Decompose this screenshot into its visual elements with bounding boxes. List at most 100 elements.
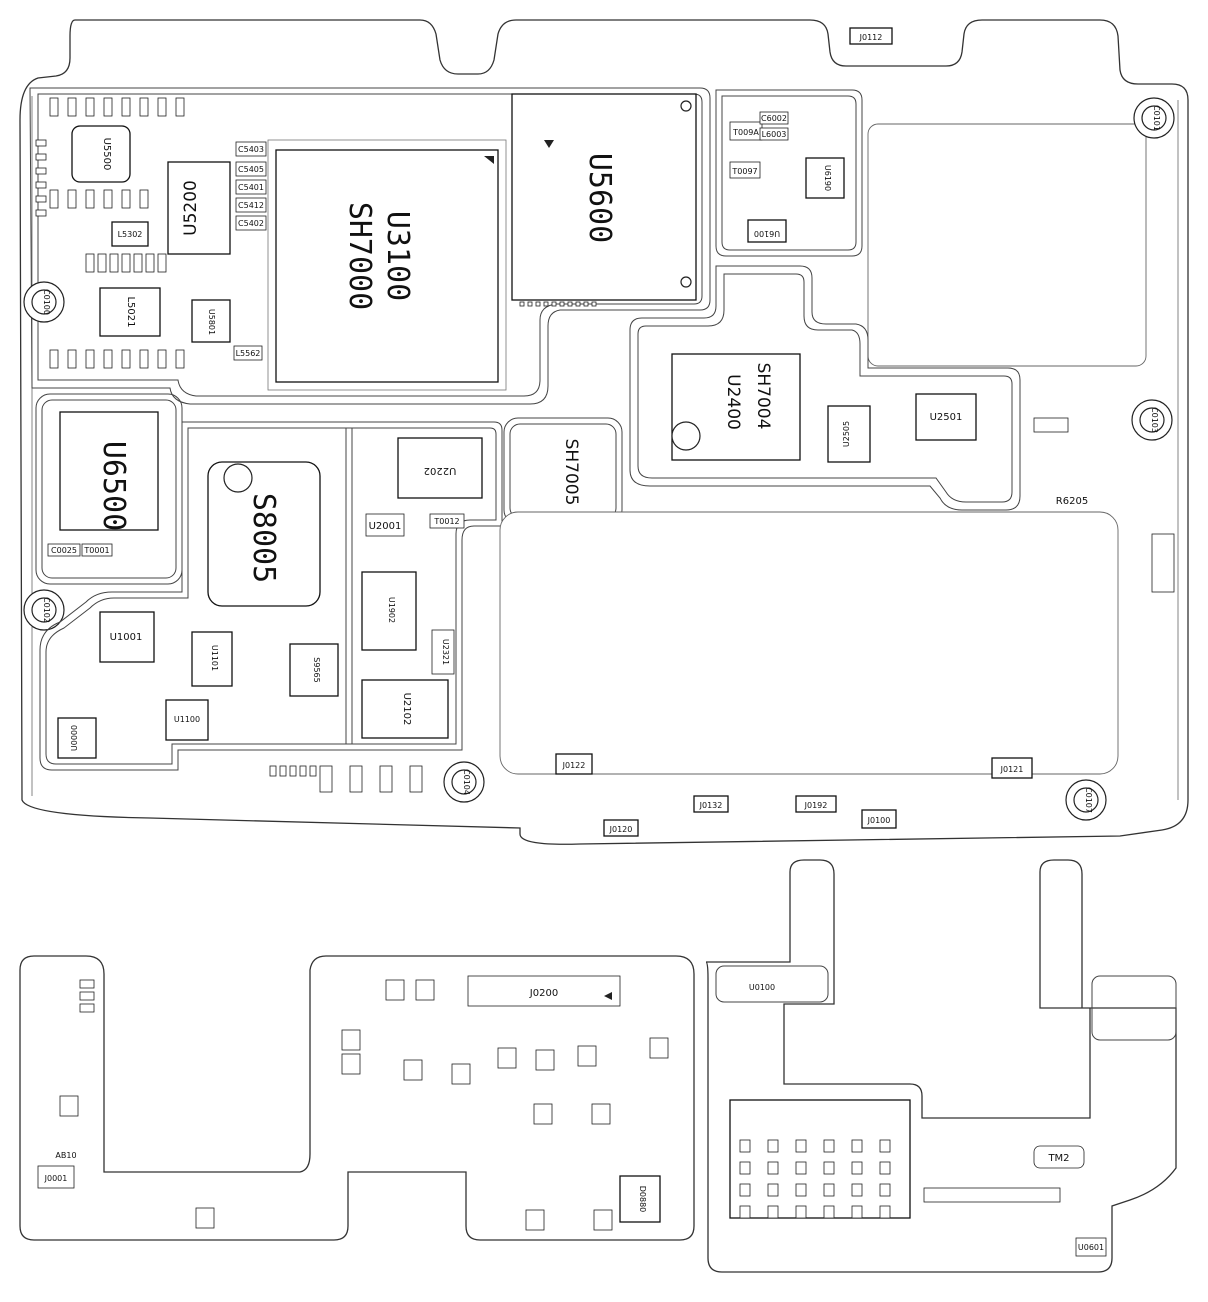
- label-s8005: S8005: [246, 493, 281, 583]
- connector-sim: [1151, 533, 1175, 593]
- chip-u5801: [191, 299, 231, 343]
- sim-contact-pad: [823, 1139, 835, 1153]
- capacitor-pad: [103, 97, 113, 117]
- sim-contact-pad: [739, 1139, 751, 1153]
- label-box-tm2: [1033, 1145, 1085, 1169]
- connector-pad: [79, 979, 95, 989]
- label-u1902: U1902: [387, 597, 396, 623]
- sim-contact-pad: [879, 1139, 891, 1153]
- sim-contact-pad: [739, 1205, 751, 1219]
- shield-u0700: [1091, 975, 1177, 1041]
- sim-contact-pad: [739, 1161, 751, 1175]
- antenna-clip: [415, 979, 435, 1001]
- passive-components-cluster: [35, 97, 597, 369]
- capacitor-pad: [85, 189, 95, 209]
- capacitor-pad: [67, 349, 77, 369]
- capacitor-pad: [139, 189, 149, 209]
- connector-j0192: [795, 795, 837, 813]
- sim-contact-pad: [823, 1183, 835, 1197]
- label-t0012: T0012: [433, 517, 459, 526]
- label-mounting-hole: C0101: [1152, 105, 1161, 131]
- sim-contact-pad: [851, 1161, 863, 1175]
- label-j0192: J0192: [804, 801, 828, 810]
- sim-contact-pad: [767, 1205, 779, 1219]
- inductor-l5021: [99, 287, 161, 337]
- connector-pad: [79, 1003, 95, 1013]
- component-u0601: [1075, 1237, 1107, 1257]
- capacitor-pad: [139, 349, 149, 369]
- capacitor-pad: [49, 97, 59, 117]
- label-u3100: U3100: [380, 211, 415, 301]
- component-c0025: [47, 543, 81, 557]
- label-u2321: U2321: [441, 639, 450, 665]
- shield-u6500-inner: [41, 399, 177, 579]
- via-pad: [575, 301, 581, 307]
- component-sensor: [1033, 417, 1069, 433]
- connector-pads-row: [269, 765, 423, 793]
- label-u6500: U6500: [96, 441, 131, 531]
- label-c5403: C5403: [238, 145, 264, 154]
- component-l6003: [759, 127, 789, 141]
- resistor-pad: [35, 195, 47, 203]
- capacitor-pad: [85, 253, 95, 273]
- label-ab10: AB10: [55, 1151, 76, 1160]
- shield-s8005-area-inner: [45, 427, 497, 765]
- shield-pmic-area-inner: [721, 95, 857, 251]
- via-hole: [223, 463, 253, 493]
- capacitor-pad: [121, 97, 131, 117]
- label-u6190: U6190: [823, 165, 832, 191]
- via-hole: [680, 276, 692, 288]
- capacitor-group: C5403 C5405 C5401 C5412 C5402 L5562: [233, 141, 267, 361]
- pin1-marker: [484, 156, 494, 164]
- connector-j0132: [693, 795, 729, 813]
- chip-u6190: [805, 157, 845, 199]
- shield-soc-area: [29, 87, 711, 405]
- resistor-pad: [35, 209, 47, 217]
- label-c5405: C5405: [238, 165, 264, 174]
- sub-board-left-outline: [19, 955, 695, 1241]
- chip-u1001: [99, 611, 155, 663]
- capacitor-pad: [103, 189, 113, 209]
- clip-pad: [349, 765, 363, 793]
- resistor-pad: [279, 765, 287, 777]
- capacitor-pad: [67, 189, 77, 209]
- label-tm2: TM2: [1047, 1153, 1069, 1164]
- shield-u0100: [715, 965, 829, 1003]
- label-u2400: U2400: [723, 374, 743, 430]
- label-r6205: R6205: [1056, 496, 1088, 507]
- antenna-clip: [59, 1095, 79, 1117]
- label-u0601: U0601: [1078, 1243, 1104, 1252]
- component-t0001: [81, 543, 113, 557]
- chip-u2102: [361, 679, 449, 739]
- label-u5200: U5200: [181, 180, 201, 236]
- shield-pmic-area: [715, 89, 863, 257]
- chip-u6100: [747, 219, 787, 243]
- capacitor-pad: [121, 349, 131, 369]
- sim-contact-pad: [879, 1183, 891, 1197]
- chip-u5200: [167, 161, 231, 255]
- component-u2001: [365, 513, 405, 537]
- capacitor-pad: [145, 253, 155, 273]
- resistor-pad: [269, 765, 277, 777]
- via-pad: [543, 301, 549, 307]
- capacitor-pad: [49, 189, 59, 209]
- antenna-clips-cluster: [59, 979, 669, 1231]
- resistor-pad: [35, 139, 47, 147]
- label-u0000: U0000: [70, 725, 79, 751]
- sim-contact-pad: [851, 1205, 863, 1219]
- chip-u5600: [511, 93, 697, 301]
- label-u0100: U0100: [749, 983, 775, 992]
- label-u2202: U2202: [424, 465, 457, 476]
- component-t0097: [729, 161, 761, 179]
- label-u2001: U2001: [369, 521, 402, 532]
- pin1-marker: [544, 140, 554, 148]
- label-t0097: T0097: [731, 167, 757, 176]
- label-sh7004: SH7004: [753, 363, 773, 430]
- label-sh7005: SH7005: [561, 439, 581, 506]
- label-u1001: U1001: [110, 632, 143, 643]
- sim-contact-pad: [823, 1205, 835, 1219]
- label-c5401: C5401: [238, 183, 264, 192]
- sim-contact-pad: [767, 1183, 779, 1197]
- capacitor-pad: [85, 349, 95, 369]
